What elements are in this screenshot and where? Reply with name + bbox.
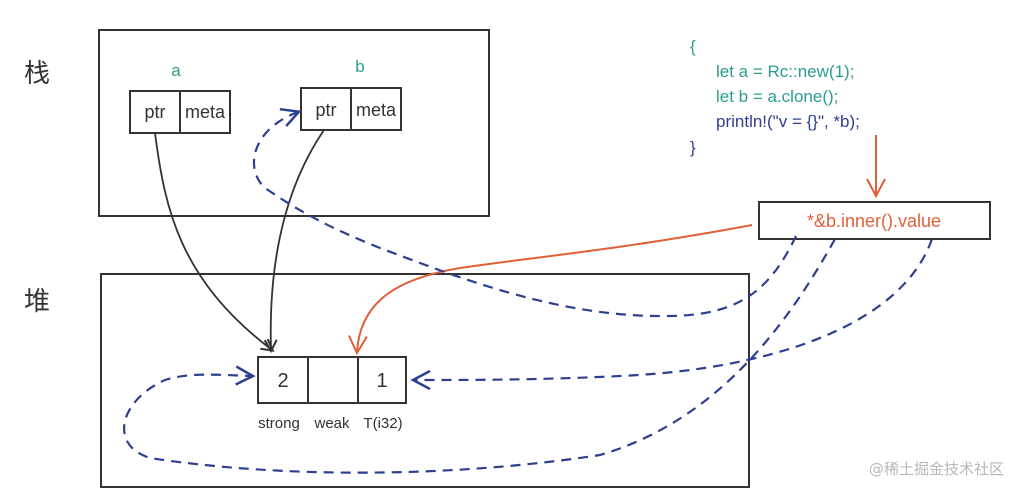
var-b-meta-text: meta <box>356 100 397 120</box>
rcbox: 2 1 strong weak T(i32) <box>257 356 407 432</box>
stack-label: 栈 <box>24 59 50 89</box>
var-a-ptr-text: ptr <box>144 102 165 122</box>
stack-var-b: ptr meta <box>300 87 402 131</box>
code-snippet: { let a = Rc::new(1); let b = a.clone();… <box>690 37 860 157</box>
watermark-text: @稀土掘金技术社区 <box>869 460 1004 478</box>
code-line-2: let b = a.clone(); <box>716 87 838 106</box>
var-b-label: b <box>355 57 364 76</box>
dashed-arrow-to-value <box>410 238 934 391</box>
var-a-meta-cell <box>179 90 231 134</box>
strong-count-value: 2 <box>277 370 288 392</box>
dashed-arrow-to-strong <box>123 238 836 474</box>
heap-frame <box>100 273 750 488</box>
arrow-deref-to-value <box>348 224 753 356</box>
arrow-a-to-heap <box>154 132 272 350</box>
deref-expr-box <box>758 201 991 240</box>
weak-count-cell <box>307 356 359 404</box>
var-a-meta-text: meta <box>185 102 226 122</box>
strong-count-cell <box>257 356 309 404</box>
weak-label: weak <box>313 415 350 432</box>
code-line-1: let a = Rc::new(1); <box>716 62 854 81</box>
var-b-ptr-text: ptr <box>315 100 336 120</box>
var-a-label: a <box>171 61 181 80</box>
stack-frame <box>98 29 490 217</box>
code-close-brace: } <box>690 138 696 157</box>
value-cell-value: 1 <box>376 370 387 392</box>
strong-label: strong <box>258 415 300 432</box>
value-cell <box>357 356 407 404</box>
arrow-b-to-heap <box>271 129 325 350</box>
dashed-arrow-to-var-b <box>252 107 797 318</box>
heap-label: 堆 <box>24 287 50 317</box>
var-b-meta-cell <box>350 87 402 131</box>
code-line-3: println!("v = {}", *b); <box>716 112 860 131</box>
deref-expr-text: *&b.inner().value <box>807 211 941 231</box>
code-open-brace: { <box>690 37 696 56</box>
stack-var-a: ptr meta <box>129 90 231 134</box>
data-type-label: T(i32) <box>363 415 402 432</box>
